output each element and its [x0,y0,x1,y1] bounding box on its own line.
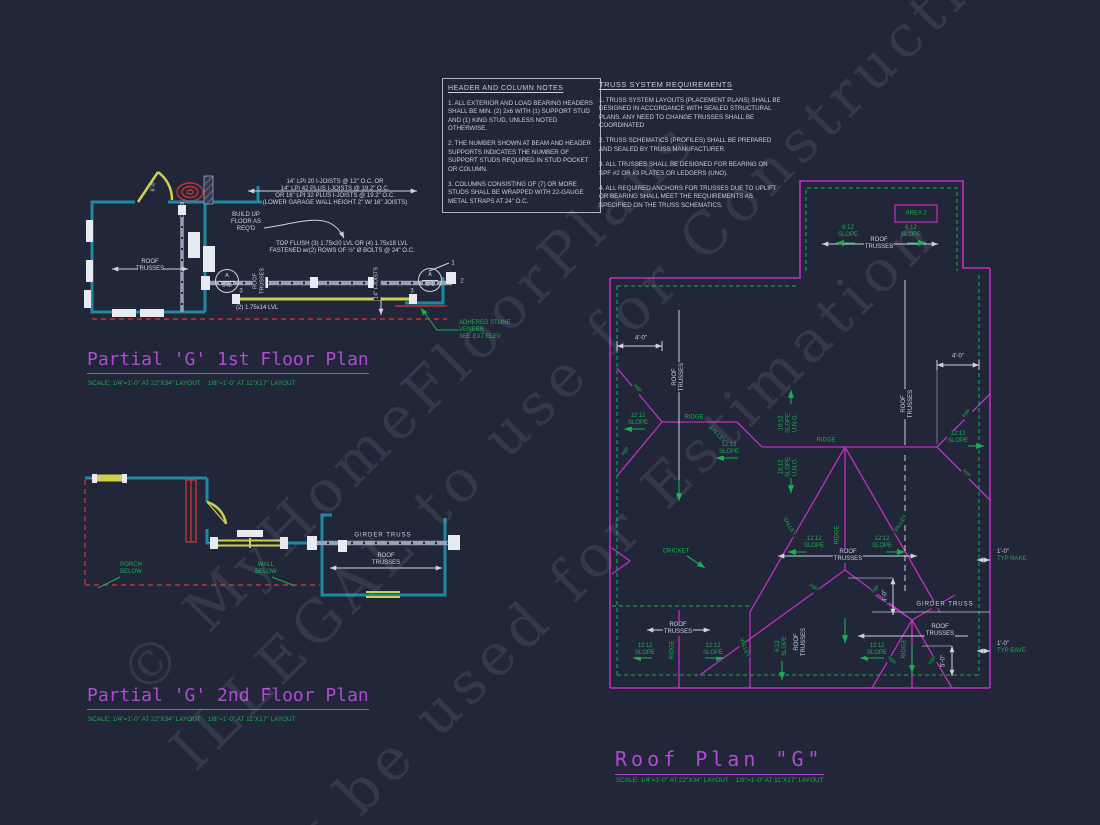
area2-box [894,204,938,223]
floor1-beam-ticks [181,204,452,310]
top-flush-note: TOP FLUSH (3) 1.75x20 LVL OR (4) 1.75x18… [269,241,415,255]
door-dimension: 6'-0" [150,180,157,192]
floor2-yellow [96,474,400,598]
truss-req-title: TRUSS SYSTEM REQUIREMENTS [599,80,733,89]
truss-req-item: 3. ALL TRUSSES SHALL BE DESIGNED FOR BEA… [599,161,768,177]
dimension: 4'-0" [882,589,890,603]
stud-count: 3 [410,288,414,295]
floor2-scale: SCALE: 1/4"=1'-0" AT 22"X34" LAYOUT 1/8"… [88,716,296,723]
notes-title: HEADER AND COLUMN NOTES [448,85,564,92]
header-column-notes: HEADER AND COLUMN NOTES 1. ALL EXTERIOR … [442,78,601,213]
floor1-scale: SCALE: 1/4"=1'-0" AT 22"X34" LAYOUT 1/8"… [88,380,296,387]
floor2-title: Partial 'G' 2nd Floor Plan [87,685,369,710]
area2-label: AREA 2 [905,210,927,217]
note-item: 3. COLUMNS CONSISTING OF (7) OR MORE STU… [448,180,584,205]
truss-system-requirements: TRUSS SYSTEM REQUIREMENTS 1. TRUSS SYSTE… [599,80,781,210]
lvl-note: (2) 1.75x14 LVL [236,305,279,311]
truss-req-item: 1. TRUSS SYSTEM LAYOUTS (PLACEMENT PLANS… [599,97,781,130]
i-joists-label: 14" I-JOISTS [373,265,381,301]
dimension: 4'-0" [635,335,647,342]
roof-plan-title: Roof Plan "G" [615,747,824,775]
roof-outline [609,180,991,689]
dimension: 5'-0" [940,654,948,668]
dimension: 4'-0" [952,353,964,360]
note-item: 1. ALL EXTERIOR AND LOAD BEARING HEADERS… [448,100,593,133]
floor2-white-blocks [92,474,460,552]
floor1-yellow [136,170,413,301]
girder-truss-label: GIRDER TRUSS [915,601,975,609]
roof-plan-scale: SCALE: 1/4"=1'-0" AT 22"X34" LAYOUT 1/8"… [616,777,824,784]
cricket-label: CRICKET [661,548,691,556]
truss-req-item: 4. ALL REQUIRED ANCHORS FOR TRUSSES DUE … [599,184,777,209]
note-item: 2. THE NUMBER SHOWN AT BEAM AND HEADER S… [448,140,592,173]
floor2-red [84,479,320,586]
ridge-label: RIDGE [901,638,909,660]
ridge-label: RIDGE [834,524,842,546]
girder-truss-label: GIRDER TRUSS [353,532,413,540]
ridge-label: RIDGE [815,437,837,445]
roof-white-lines [616,241,990,676]
typ-rake-note: 1'-0"TYP RAKE [997,549,1027,563]
stud-count: 3 [239,288,243,295]
stud-count: 2 [460,278,464,285]
floor1-title: Partial 'G' 1st Floor Plan [87,349,369,374]
truss-req-item: 2. TRUSS SCHEMATICS (PROFILES) SHALL BE … [599,137,772,153]
ridge-label: RIDGE [683,414,705,422]
floor2-dims [330,565,442,571]
stud-count: 1 [451,260,455,267]
ridge-label: RIDGE [669,639,677,661]
roof-green-arrows [624,239,984,680]
joist-note: 14" LPI 20 I-JOISTS @ 12" O.C. OR 14" LP… [262,179,408,206]
typ-eave-note: 1'-0"TYP EAVE [997,641,1026,655]
